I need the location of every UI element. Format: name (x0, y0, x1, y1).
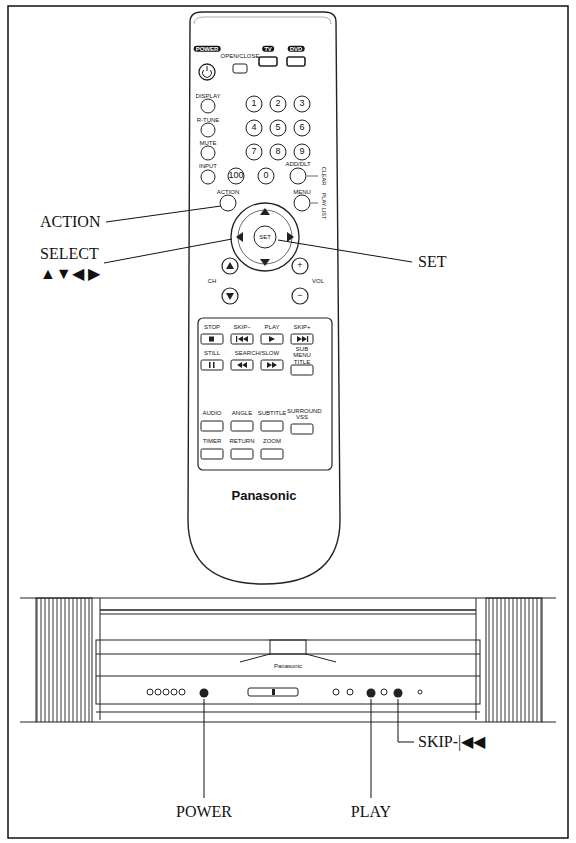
button-label: ADD/DLT (285, 161, 310, 167)
callout-label: SELECT (40, 246, 99, 263)
button-number: 6 (299, 123, 304, 132)
callout-label: POWER (176, 804, 232, 821)
button-label: TIMER (203, 438, 222, 444)
callout-label: SKIP-|◀◀ (418, 734, 485, 751)
button-label: PLAY (265, 324, 280, 330)
button-label: CLEAR (320, 167, 326, 185)
button-label: MENU (293, 189, 311, 195)
button-label: SEARCH/SLOW (235, 350, 279, 356)
button-number: + (297, 261, 302, 270)
button-label: STOP (204, 324, 220, 330)
button-label: CH (208, 278, 217, 284)
button-label: ACTION (217, 189, 240, 195)
button-label: PLAY LIST (320, 193, 326, 220)
button-number: − (297, 291, 302, 300)
button-label: SKIP– (233, 324, 250, 330)
button-label: VOL (312, 278, 324, 284)
callout-label: SET (418, 254, 446, 271)
button-label: SET (259, 234, 271, 240)
callout-label: PLAY (351, 804, 391, 821)
button-number: 2 (275, 99, 280, 108)
callout-label: ▲▼◀ ▶ (40, 266, 100, 283)
button-label: SKIP+ (293, 324, 310, 330)
button-label: SURROUND VSS (287, 408, 317, 421)
brand-logo: Panasonic (231, 489, 296, 503)
button-number: 0 (263, 171, 268, 180)
button-number: 7 (251, 147, 256, 156)
button-label: ZOOM (263, 438, 281, 444)
button-number: 9 (299, 147, 304, 156)
button-number: 3 (299, 99, 304, 108)
tv-front (20, 598, 556, 722)
button-label: SUBTITLE (258, 410, 287, 416)
button-number: 100 (228, 171, 243, 180)
button-label: INPUT (199, 163, 217, 169)
button-label: DISPLAY (196, 93, 221, 99)
button-number: 5 (275, 123, 280, 132)
button-label: MUTE (200, 140, 217, 146)
button-number: 8 (275, 147, 280, 156)
button-label: STILL (204, 350, 220, 356)
button-label: POWER (194, 46, 221, 52)
button-label: ANGLE (232, 410, 252, 416)
button-number: 4 (251, 123, 256, 132)
button-label: R-TUNE (197, 117, 220, 123)
button-number: 1 (251, 99, 256, 108)
button-label: TV (262, 46, 274, 52)
button-label: OPEN/CLOSE (220, 53, 259, 59)
leader-lines (104, 206, 414, 798)
button-label: RETURN (230, 438, 255, 444)
callout-label: ACTION (40, 214, 100, 231)
frame (8, 6, 568, 838)
button-label: AUDIO (202, 410, 221, 416)
button-label: Panasonic (274, 663, 302, 669)
button-label: DVD (288, 46, 305, 52)
button-label: SUB MENU TITLE (288, 346, 316, 365)
remote-body (188, 12, 340, 584)
